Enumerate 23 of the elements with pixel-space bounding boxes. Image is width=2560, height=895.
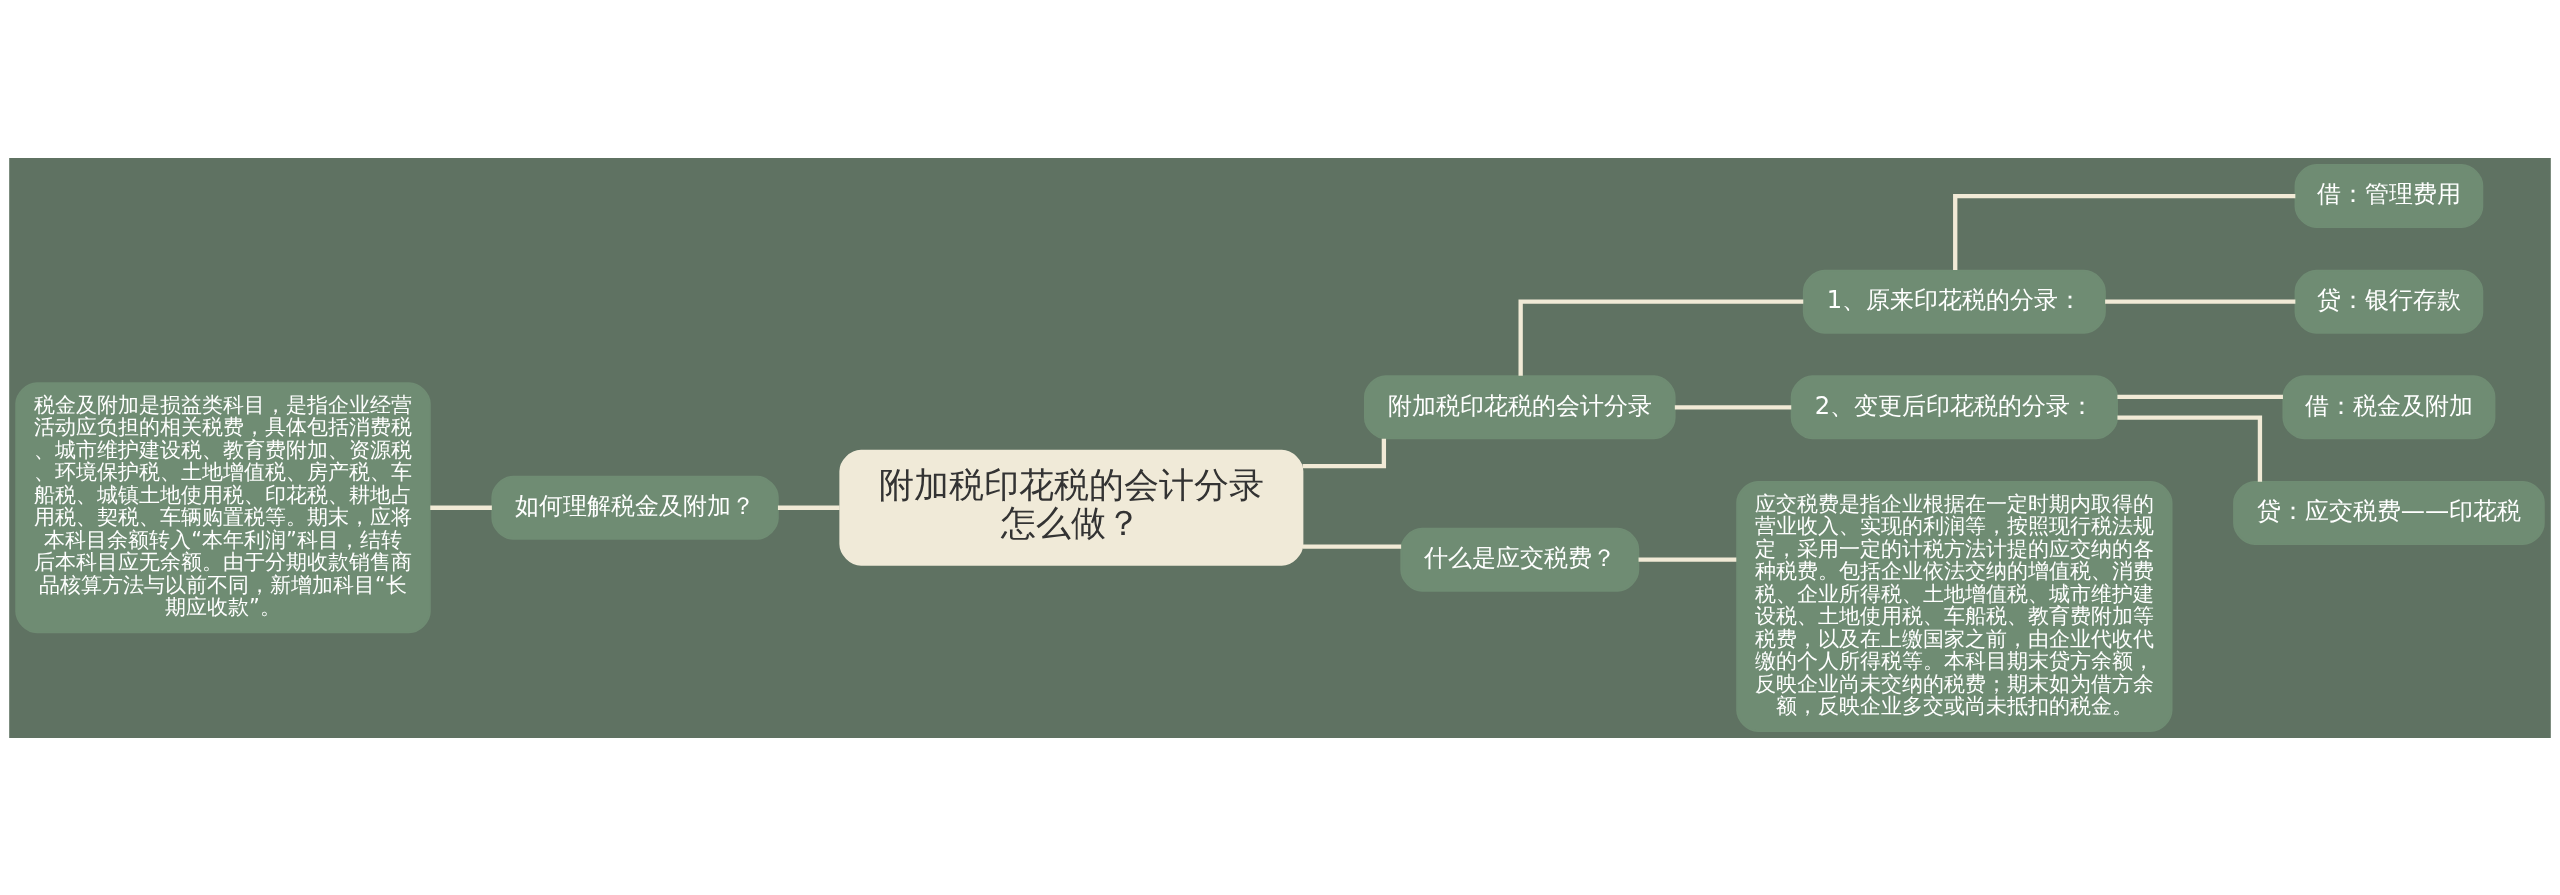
connector	[1953, 193, 2296, 270]
connector	[1638, 557, 1737, 562]
node-box: 税金及附加是损益类科目，是指企业经营活动应负担的相关税费，具体包括消费税、城市维护建设税、教育费附加、资源税、环境保护税、土地增值税、房产税、车船税、城镇土地使用税、印花税、耕地占用税、契税、车辆购置税等。期末，应将本科目余额转入“本年利润”科目，结转后本科目应无余额。由于分期收款销售商品核算方法与以前不同，新增加科目“长期应收款”。	[15, 381, 431, 633]
connector	[1674, 404, 1792, 409]
connector	[2117, 394, 2283, 399]
connector	[1302, 438, 1387, 468]
connector	[1518, 299, 1804, 376]
node-box: 1、原来印花税的分录：	[1802, 269, 2106, 334]
node-box: 附加税印花税的会计分录怎么做？	[839, 449, 1304, 566]
connector	[777, 505, 840, 510]
node-box: 如何理解税金及附加？	[491, 475, 779, 540]
node-box: 什么是应交税费？	[1400, 527, 1640, 592]
node-box: 借：税金及附加	[2282, 374, 2496, 439]
connector	[430, 505, 492, 510]
node-box: 2、变更后印花税的分录：	[1790, 374, 2118, 439]
connector	[1302, 544, 1402, 549]
node-box: 应交税费是指企业根据在一定时期内取得的营业收入、实现的利润等，按照现行税法规定，采用一定的计税方法计提的应交纳的各种税费。包括企业依法交纳的增值税、消费税、企业所得税、土地增值税、城市维护建设税、土地使用税、车船税、教育费附加等税费，以及在上缴国家之前，由企业代收代缴的个人所得税等。本科目期末贷方余额，反映企业尚未交纳的税费；期末如为借方余额，反映企业多交或尚未抵扣的税金。	[1736, 480, 2173, 732]
node-box: 借：管理费用	[2294, 163, 2484, 228]
connector	[2117, 415, 2263, 482]
node-box: 贷：应交税费——印花税	[2233, 480, 2545, 545]
node-box: 贷：银行存款	[2294, 269, 2484, 334]
node-box: 附加税印花税的会计分录	[1363, 374, 1676, 439]
connector	[2105, 299, 2296, 304]
